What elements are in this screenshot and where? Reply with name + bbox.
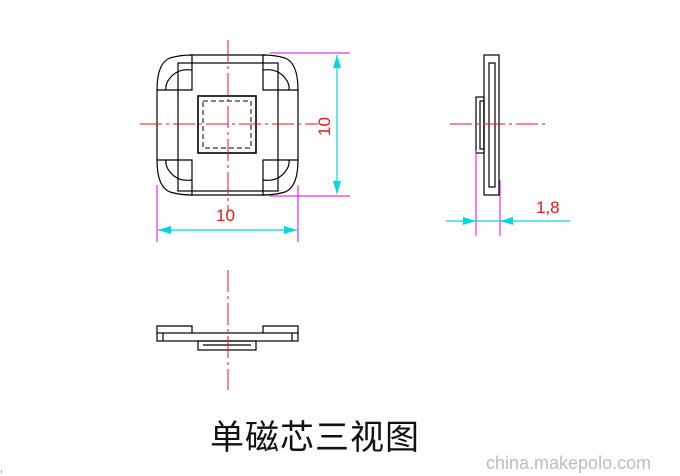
front-corner-pad-top-left (156, 54, 193, 91)
top-right-flange (262, 325, 299, 333)
front-corner-pad-bottom-left (156, 159, 193, 196)
dim-arrow-width-right (284, 226, 297, 234)
watermark-text: china.makepolo.com (486, 453, 652, 473)
side-dimensions: 1,8 (446, 150, 570, 236)
front-corner-arc-top-right (262, 69, 290, 91)
front-center-window-inner (202, 100, 252, 149)
dim-arrow-width-left (158, 226, 171, 234)
dim-arrow-height-top (333, 55, 341, 68)
diagram-caption: 单磁芯三视图 (210, 418, 420, 458)
side-center-post-inner (479, 100, 485, 150)
front-centerlines (140, 40, 318, 212)
dim-label-thickness: 1,8 (536, 198, 560, 217)
side-plate-outer (483, 54, 500, 196)
dim-label-width: 10 (216, 206, 235, 225)
dim-arrow-thickness-right (500, 217, 513, 225)
top-center-post (197, 340, 257, 351)
front-corner-pad-bottom-right (262, 159, 299, 196)
side-view (475, 54, 500, 196)
side-plate-inner (488, 62, 496, 188)
dim-arrow-height-bottom (333, 181, 341, 194)
front-corner-arc-bottom-left (165, 159, 193, 181)
front-dimensions: 10 10 (156, 52, 350, 242)
top-left-flange (156, 325, 193, 333)
front-corner-arc-top-left (165, 69, 193, 91)
edge-mark: , (0, 463, 3, 475)
front-corner-arc-bottom-right (262, 159, 290, 181)
dim-arrow-thickness-left (463, 217, 476, 225)
front-corner-pad-top-right (262, 54, 299, 91)
dim-label-height: 10 (315, 117, 334, 136)
